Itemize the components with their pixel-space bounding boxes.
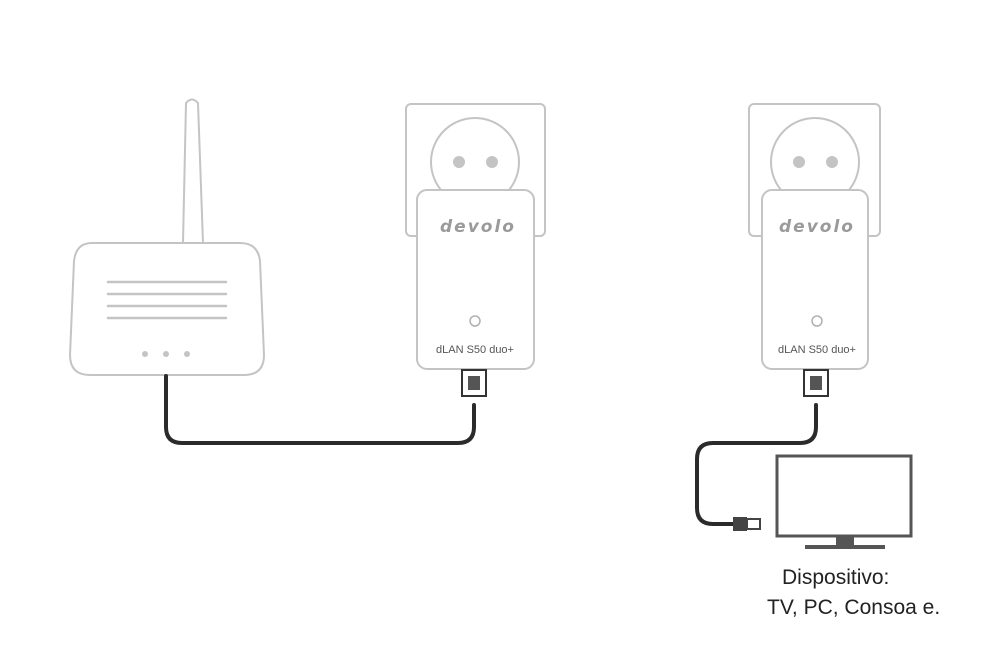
powerline-adapter-2: devolo dLAN S50 duo+ (748, 103, 881, 397)
socket-pin-hole-icon (486, 156, 498, 168)
router-vent-lines (106, 280, 228, 320)
router-antenna (181, 98, 205, 244)
socket-pin-hole-icon (793, 156, 805, 168)
monitor-screen (775, 454, 913, 538)
socket-pin-hole-icon (826, 156, 838, 168)
ethernet-plug-icon (810, 376, 822, 390)
network-cable-router-to-adapter (164, 374, 476, 445)
router-status-leds (142, 351, 190, 357)
monitor-icon (775, 454, 913, 549)
network-cable-adapter-to-device (695, 403, 818, 526)
device-caption-list: TV, PC, Consoa e. (767, 596, 941, 619)
adapter-brand-logo: devolo (440, 217, 516, 237)
device-caption-title: Dispositivo: (782, 566, 890, 589)
monitor-stand (805, 545, 885, 549)
adapter-led-icon (811, 315, 823, 327)
ethernet-plug-icon (468, 376, 480, 390)
powerline-adapter-1: devolo dLAN S50 duo+ (405, 103, 546, 397)
monitor-neck (836, 536, 854, 545)
ethernet-plug-end-icon (733, 517, 761, 531)
adapter-brand-logo: devolo (779, 217, 855, 237)
router-body (68, 242, 266, 376)
adapter-model-label: dLAN S50 duo+ (778, 344, 856, 356)
router (68, 98, 266, 376)
socket-pin-hole-icon (453, 156, 465, 168)
adapter-led-icon (469, 315, 481, 327)
adapter-model-label: dLAN S50 duo+ (436, 344, 514, 356)
